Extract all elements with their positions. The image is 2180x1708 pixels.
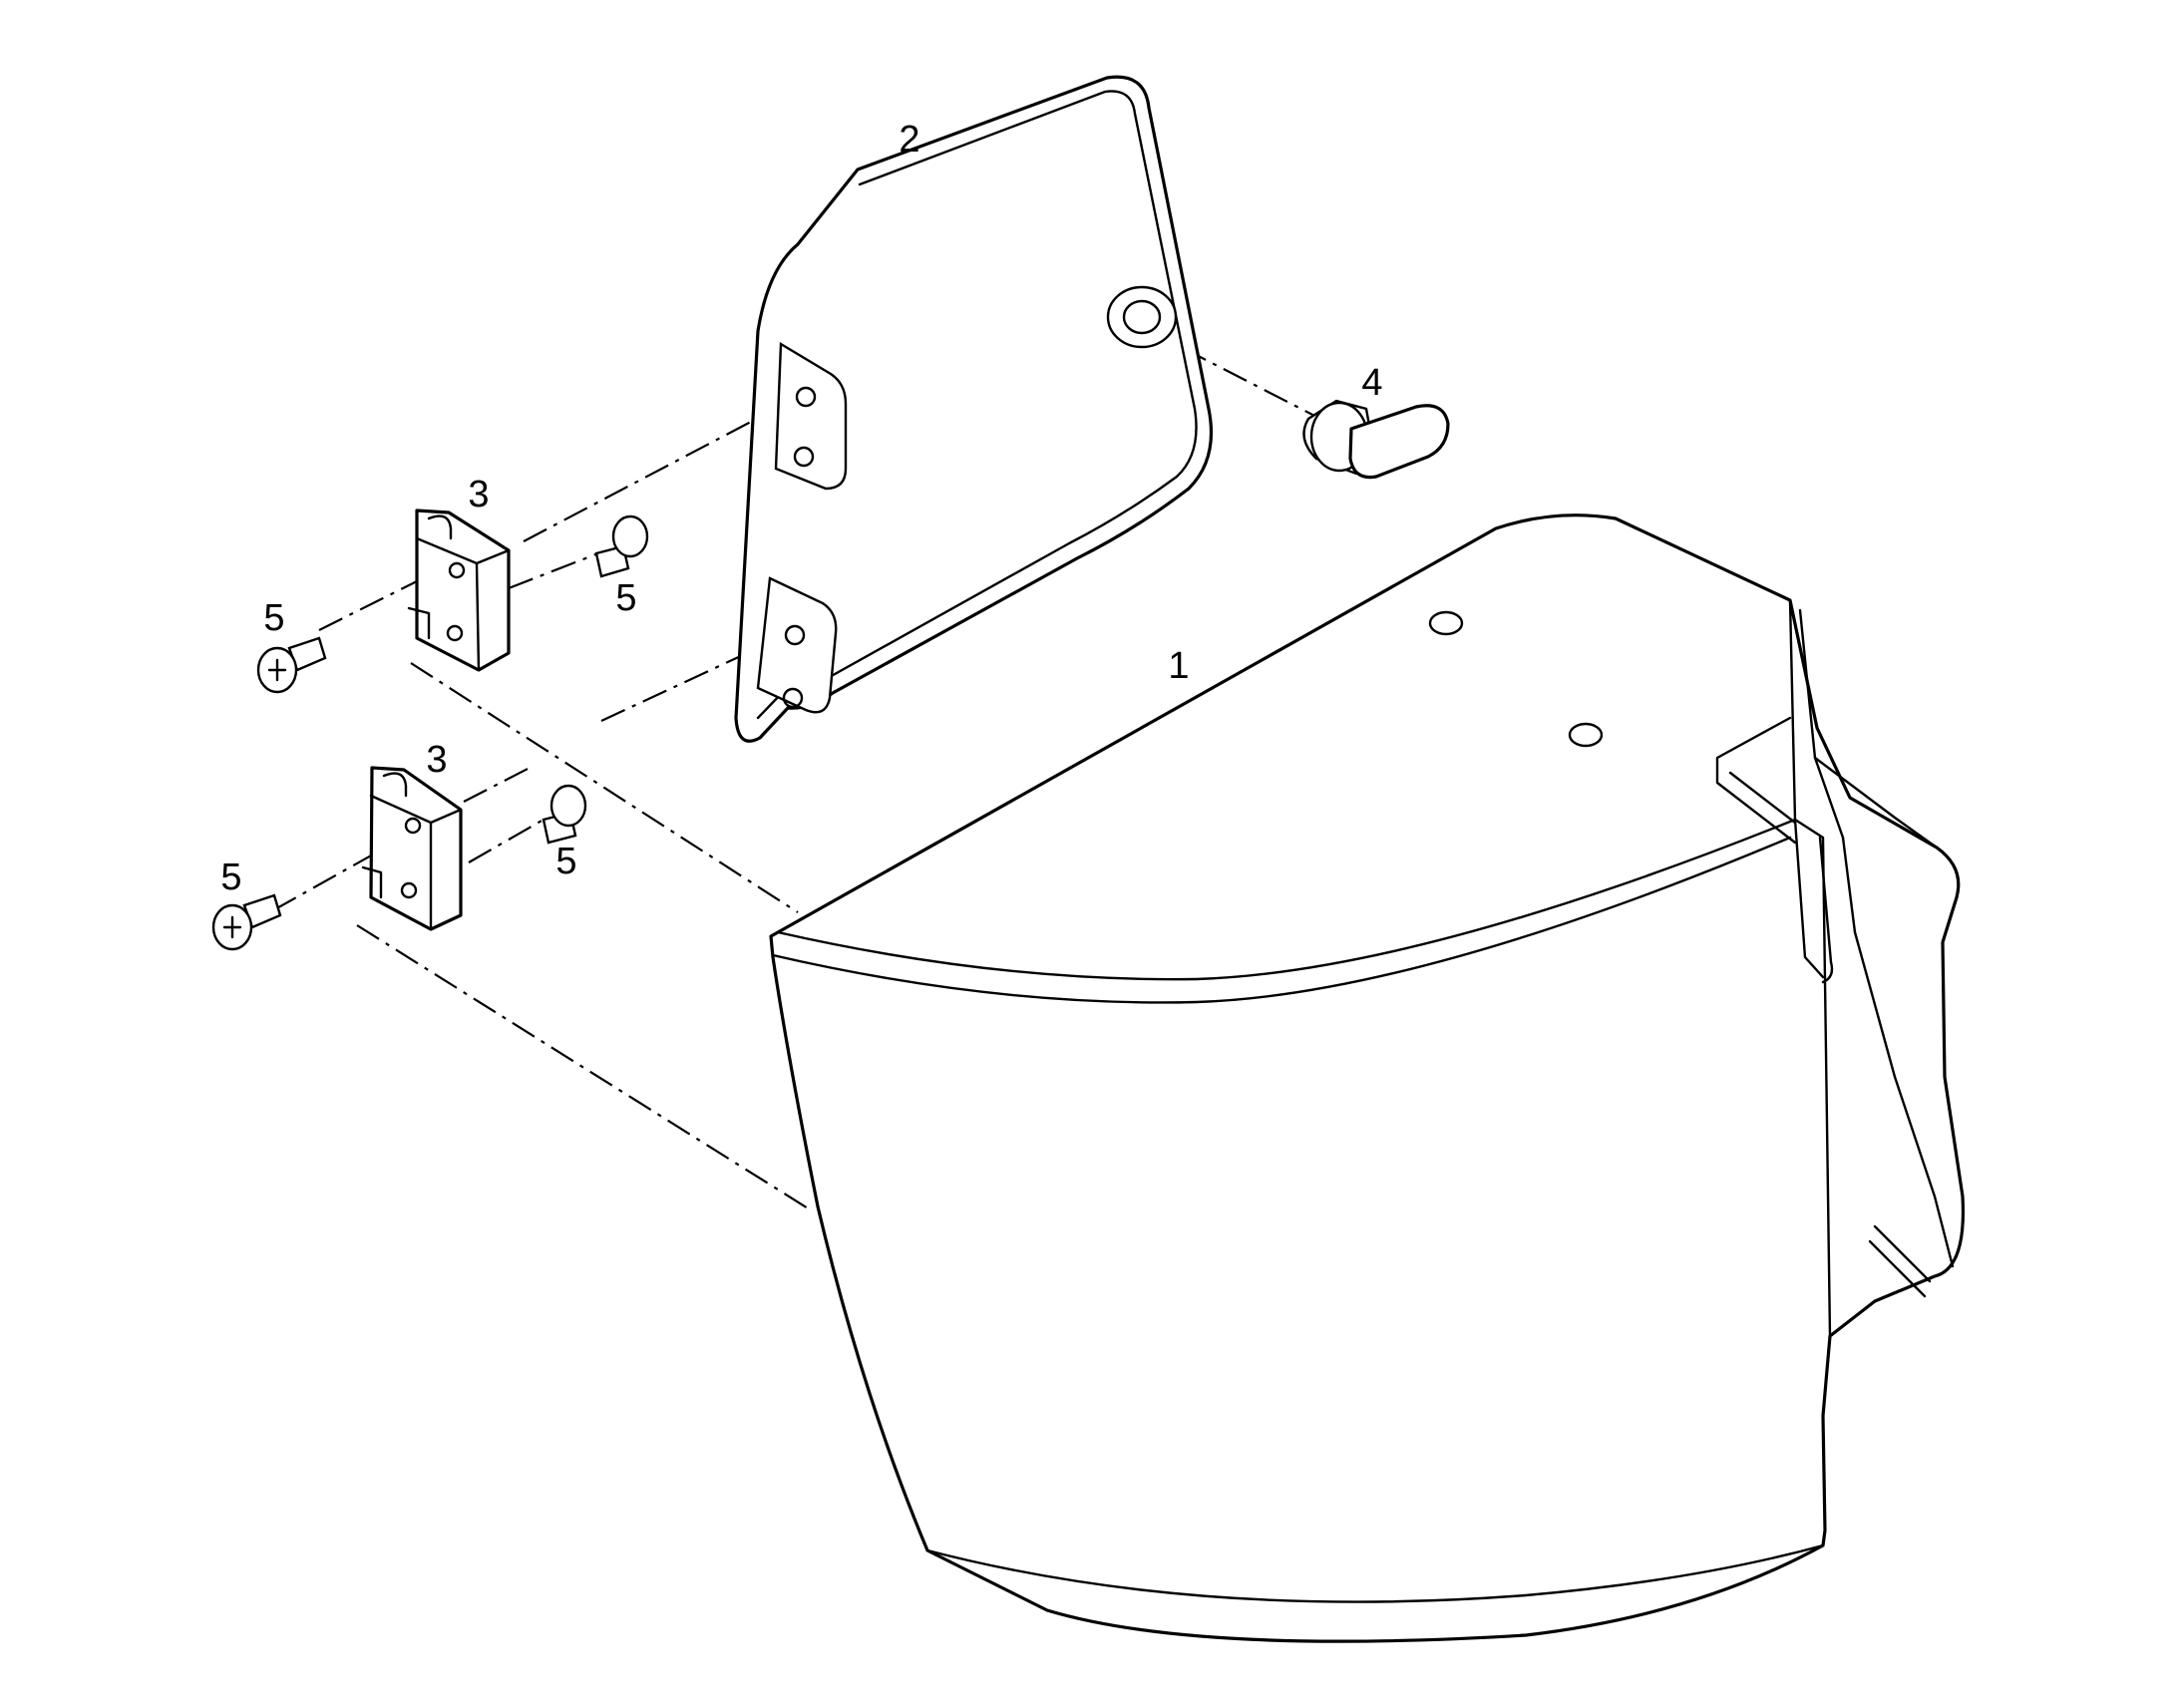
callout-hinge-lower: 3 bbox=[426, 739, 447, 781]
latch-part bbox=[1302, 399, 1450, 480]
callout-screw-lower-left: 5 bbox=[220, 856, 241, 898]
callout-screw-upper-left: 5 bbox=[263, 597, 284, 639]
hinge-lower-part bbox=[361, 766, 463, 931]
callout-screw-upper-right: 5 bbox=[615, 577, 636, 619]
screw-upper-left-part bbox=[256, 636, 327, 694]
hinge-upper-part bbox=[407, 509, 511, 672]
callout-screw-lower-right: 5 bbox=[555, 841, 576, 882]
callout-housing: 1 bbox=[1168, 645, 1189, 687]
callout-cover: 2 bbox=[899, 119, 919, 161]
callout-labels: 1 2 3 3 4 5 5 5 5 bbox=[220, 119, 1382, 898]
cover-plate-part bbox=[734, 75, 1214, 743]
screw-lower-right-part bbox=[542, 784, 587, 845]
housing-part bbox=[769, 513, 1966, 1643]
screw-lower-left-part bbox=[211, 893, 282, 951]
screw-upper-right-part bbox=[594, 514, 649, 578]
callout-latch: 4 bbox=[1361, 362, 1382, 404]
callout-hinge-upper: 3 bbox=[468, 474, 489, 515]
